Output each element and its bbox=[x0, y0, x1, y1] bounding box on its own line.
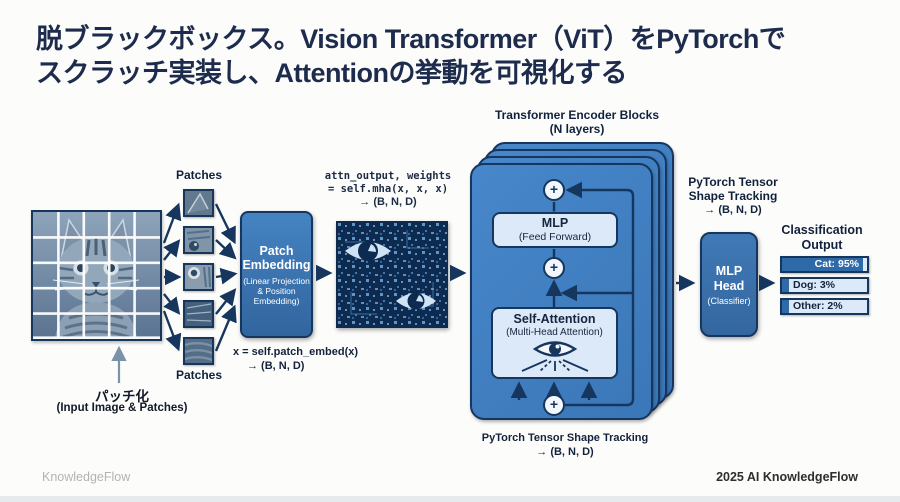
slide-bottom-edge bbox=[0, 496, 900, 502]
code-attention-line2: = self.mha(x, x, x) bbox=[327, 183, 449, 195]
classification-bar-dog-fill bbox=[782, 279, 789, 292]
self-attention-title: Self-Attention bbox=[513, 312, 596, 326]
page-title: 脱ブラックボックス。Vision Transformer（ViT）をPyTorc… bbox=[36, 22, 876, 90]
mlp-feedforward-box: MLP (Feed Forward) bbox=[492, 212, 618, 248]
classification-output-title: Classification Output bbox=[762, 223, 882, 253]
shape-note-right-line2: Shape Tracking bbox=[688, 189, 778, 203]
shape-note-right-line1: PyTorch Tensor bbox=[688, 175, 778, 189]
attention-eye-icon-2 bbox=[396, 292, 436, 310]
attention-eye-icon-1 bbox=[345, 241, 391, 261]
patch-thumbnail-4 bbox=[183, 300, 214, 328]
mlp-box-title: MLP bbox=[541, 216, 569, 230]
patch-embedding-title-1: Patch bbox=[259, 243, 294, 258]
mlp-head-title-2: Head bbox=[713, 278, 745, 293]
mlp-head-title-1: MLP bbox=[715, 263, 743, 278]
residual-add-circle-middle: + bbox=[543, 257, 565, 279]
attention-eye-icon bbox=[521, 341, 588, 372]
classification-title-line1: Classification bbox=[781, 223, 863, 237]
encoder-title: Transformer Encoder Blocks (N layers) bbox=[462, 108, 692, 136]
patch-embedding-title-2: Embedding bbox=[242, 257, 311, 272]
encoder-title-line2: (N layers) bbox=[549, 122, 605, 136]
shape-note-bottom-line2: → (B, N, D) bbox=[536, 446, 594, 458]
page-title-line2: スクラッチ実装し、Attentionの挙動を可視化する bbox=[36, 58, 627, 88]
shape-note-bottom-line1: PyTorch Tensor Shape Tracking bbox=[481, 432, 649, 444]
patch-thumbnail-2 bbox=[183, 226, 214, 254]
code-patch-embed-line1: x = self.patch_embed(x) bbox=[233, 346, 359, 358]
encoder-layer-front bbox=[470, 163, 653, 420]
classification-title-line2: Output bbox=[801, 238, 843, 252]
attention-matrix-svg bbox=[337, 222, 447, 327]
code-attention-shape: → (B, N, D) bbox=[359, 196, 417, 208]
page-title-line1: 脱ブラックボックス。Vision Transformer（ViT）をPyTorc… bbox=[36, 24, 786, 54]
shape-note-right-line3: → (B, N, D) bbox=[704, 204, 762, 216]
patches-label-top: Patches bbox=[175, 168, 223, 182]
patch-thumbnail-3 bbox=[183, 263, 214, 291]
classification-bar-dog-label: Dog: 3% bbox=[793, 279, 835, 291]
patch-thumbnail-5 bbox=[183, 337, 214, 365]
mlp-box-subtitle: (Feed Forward) bbox=[518, 231, 592, 243]
code-snippet-patch-embed: x = self.patch_embed(x) → (B, N, D) bbox=[233, 345, 393, 373]
residual-add-circle-bottom: + bbox=[543, 394, 565, 416]
code-snippet-attention: attn_output, weights = self.mha(x, x, x)… bbox=[318, 170, 458, 209]
patch-embedding-sub-2: & Position bbox=[257, 285, 296, 296]
classification-bar-dog: Dog: 3% bbox=[780, 277, 869, 294]
patchify-caption-en: (Input Image & Patches) bbox=[56, 402, 188, 414]
classification-bar-other: Other: 2% bbox=[780, 298, 869, 315]
patch-grid-lines bbox=[33, 212, 160, 339]
mlp-head-subtitle: (Classifier) bbox=[707, 295, 751, 306]
residual-add-circle-top: + bbox=[543, 179, 565, 201]
footer-credit: 2025 AI KnowledgeFlow bbox=[716, 470, 858, 484]
classification-bar-cat-label: Cat: 95% bbox=[814, 258, 859, 270]
mlp-head-box: MLP Head (Classifier) bbox=[700, 232, 758, 337]
patches-label-bottom: Patches bbox=[175, 368, 223, 382]
classification-bar-cat: Cat: 95% bbox=[780, 256, 869, 273]
shape-tracking-note-bottom: PyTorch Tensor Shape Tracking → (B, N, D… bbox=[450, 431, 680, 459]
self-attention-subtitle: (Multi-Head Attention) bbox=[506, 327, 603, 338]
patch-thumbnail-1 bbox=[183, 189, 214, 217]
self-attention-box: Self-Attention (Multi-Head Attention) bbox=[491, 307, 618, 379]
patch-embedding-sub-1: (Linear Projection bbox=[243, 275, 310, 286]
code-patch-embed-shape: → (B, N, D) bbox=[247, 360, 305, 372]
patchify-caption-jp: パッチ化 bbox=[95, 389, 149, 404]
input-cat-image bbox=[31, 210, 162, 341]
patch-embedding-box: Patch Embedding (Linear Projection & Pos… bbox=[240, 211, 313, 338]
classification-bar-cat-fill bbox=[782, 258, 863, 271]
patch-embedding-sub-3: Embedding) bbox=[253, 295, 300, 306]
encoder-title-line1: Transformer Encoder Blocks bbox=[494, 108, 660, 122]
footer-brand: KnowledgeFlow bbox=[42, 470, 131, 484]
classification-bar-other-label: Other: 2% bbox=[793, 300, 843, 312]
shape-tracking-note-right: PyTorch Tensor Shape Tracking → (B, N, D… bbox=[668, 175, 798, 217]
attention-visualization-image bbox=[336, 221, 448, 328]
classification-bar-other-fill bbox=[782, 300, 789, 313]
code-attention-line1: attn_output, weights bbox=[324, 170, 452, 182]
cat-image-svg bbox=[33, 212, 160, 339]
